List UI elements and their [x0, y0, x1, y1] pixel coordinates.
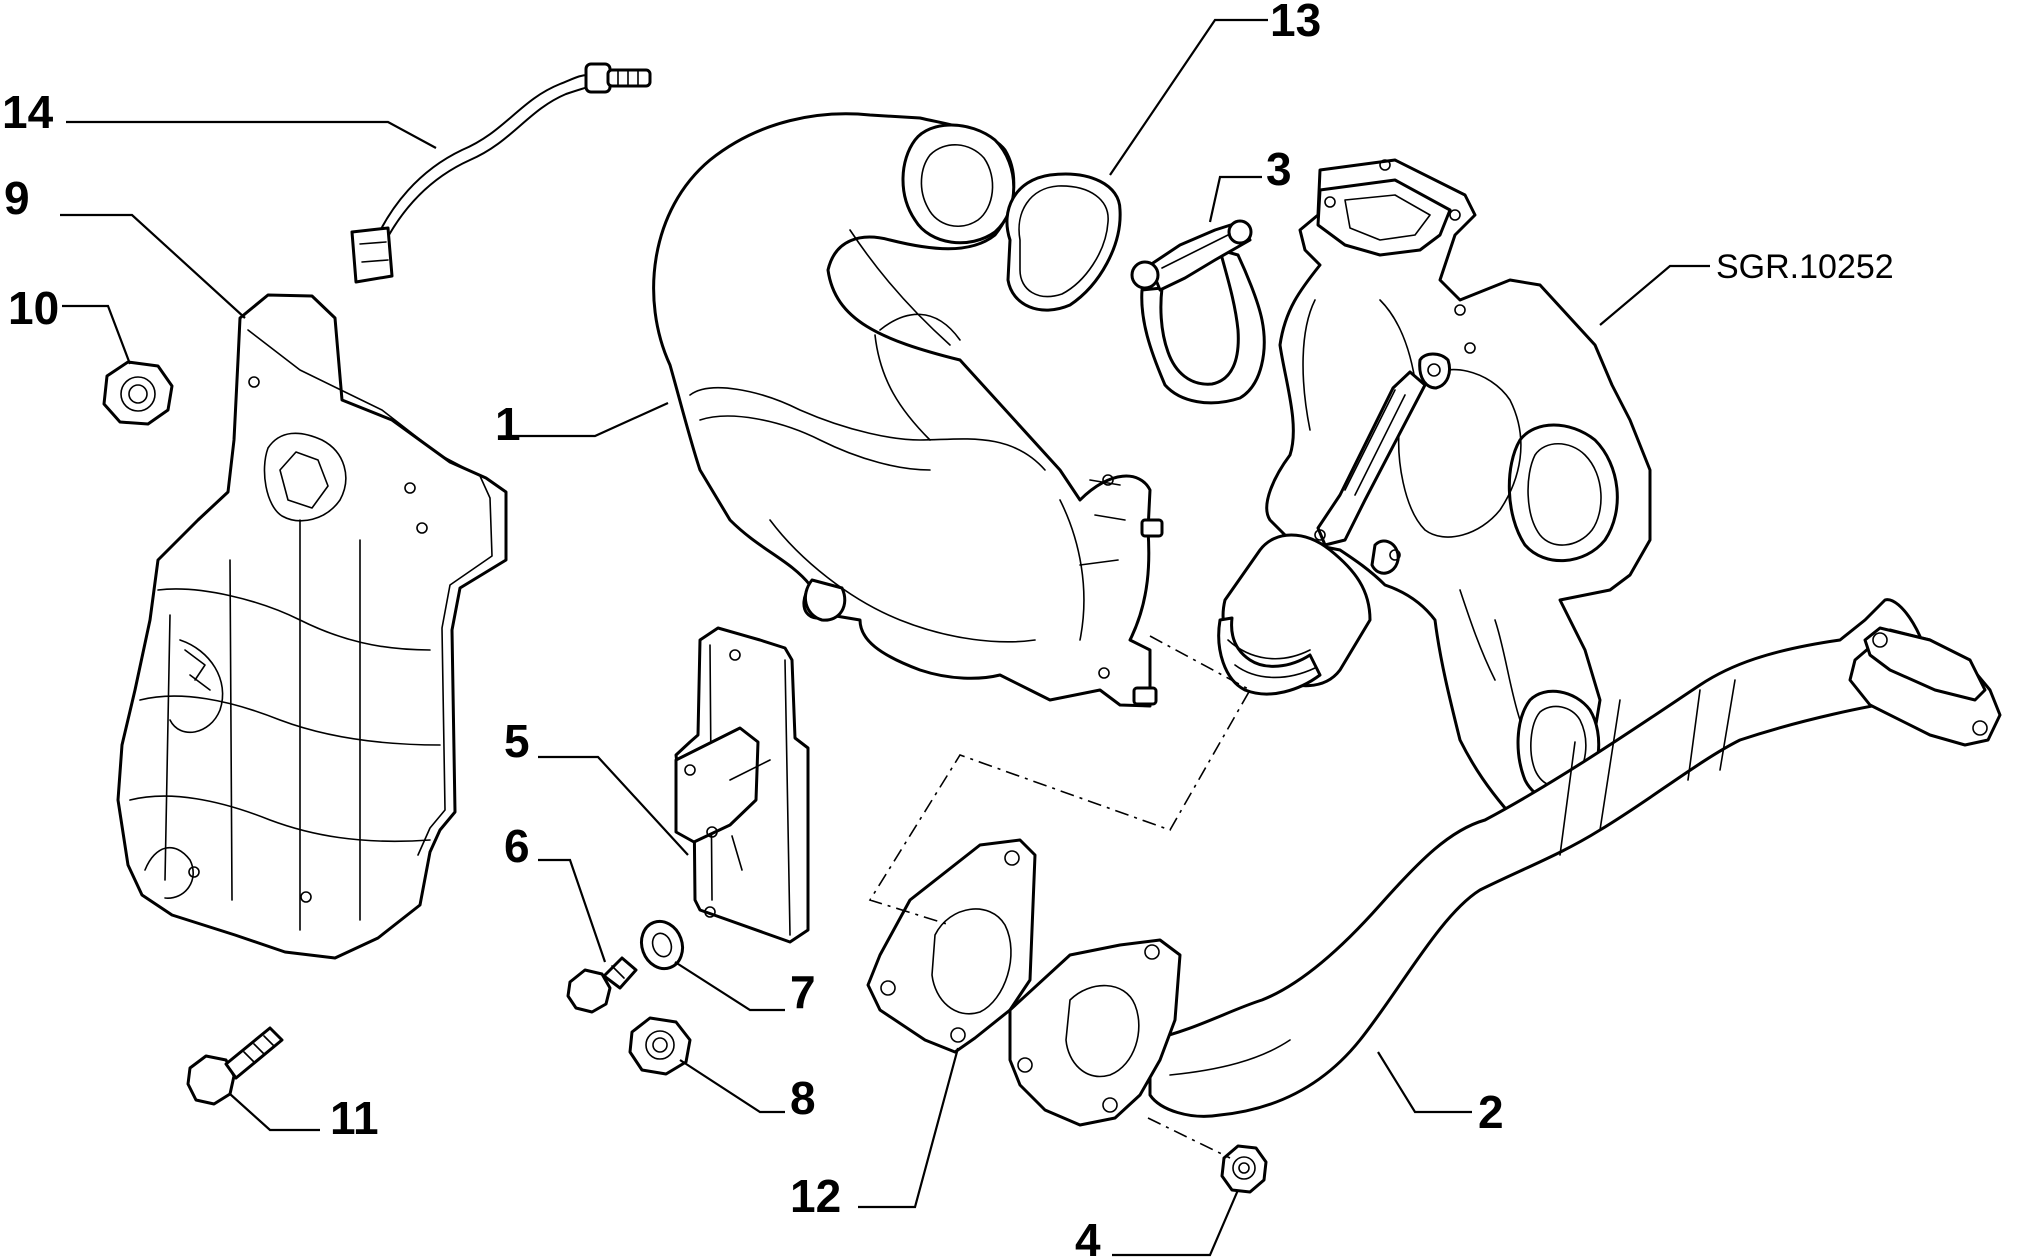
- mounting-bracket-part: [674, 626, 810, 944]
- washer-part: [639, 919, 685, 971]
- callout-12: 12: [790, 1170, 841, 1222]
- callout-labels: 1 2 3 4 5 6 7 8 9 10 11 12 13 14 SGR.102…: [2, 0, 1894, 1258]
- flange-nut-part: [102, 360, 174, 426]
- callout-2: 2: [1478, 1086, 1504, 1138]
- downpipe-nut-part: [1220, 1144, 1268, 1194]
- turbocharger-assembly: [1217, 158, 1652, 822]
- v-band-clamp-part: [1130, 219, 1266, 405]
- callout-1: 1: [495, 398, 521, 450]
- callout-10: 10: [8, 282, 59, 334]
- leader-lines: [60, 18, 1710, 1257]
- callout-9: 9: [4, 172, 30, 224]
- heat-shield-part: [116, 293, 508, 960]
- callout-14: 14: [2, 86, 54, 138]
- callout-5: 5: [504, 715, 530, 767]
- callout-3: 3: [1266, 143, 1292, 195]
- callout-13: 13: [1270, 0, 1321, 46]
- callout-8: 8: [790, 1072, 816, 1124]
- flange-gasket-part: [866, 838, 1037, 1054]
- callout-6: 6: [504, 820, 530, 872]
- gasket-ring-part: [1005, 172, 1122, 312]
- assembly-centerlines: [868, 635, 1252, 1159]
- diagram-reference-code: SGR.10252: [1716, 248, 1894, 286]
- callout-7: 7: [790, 966, 816, 1018]
- callout-11: 11: [330, 1092, 379, 1144]
- small-bolt-part: [566, 956, 638, 1014]
- exhaust-downpipe-part: [1008, 598, 2002, 1127]
- callout-4: 4: [1075, 1214, 1101, 1258]
- catalytic-converter-part: [652, 112, 1164, 708]
- hex-nut-part: [628, 1016, 692, 1076]
- bolt-part: [186, 1026, 284, 1106]
- oxygen-sensor-part: [350, 62, 652, 284]
